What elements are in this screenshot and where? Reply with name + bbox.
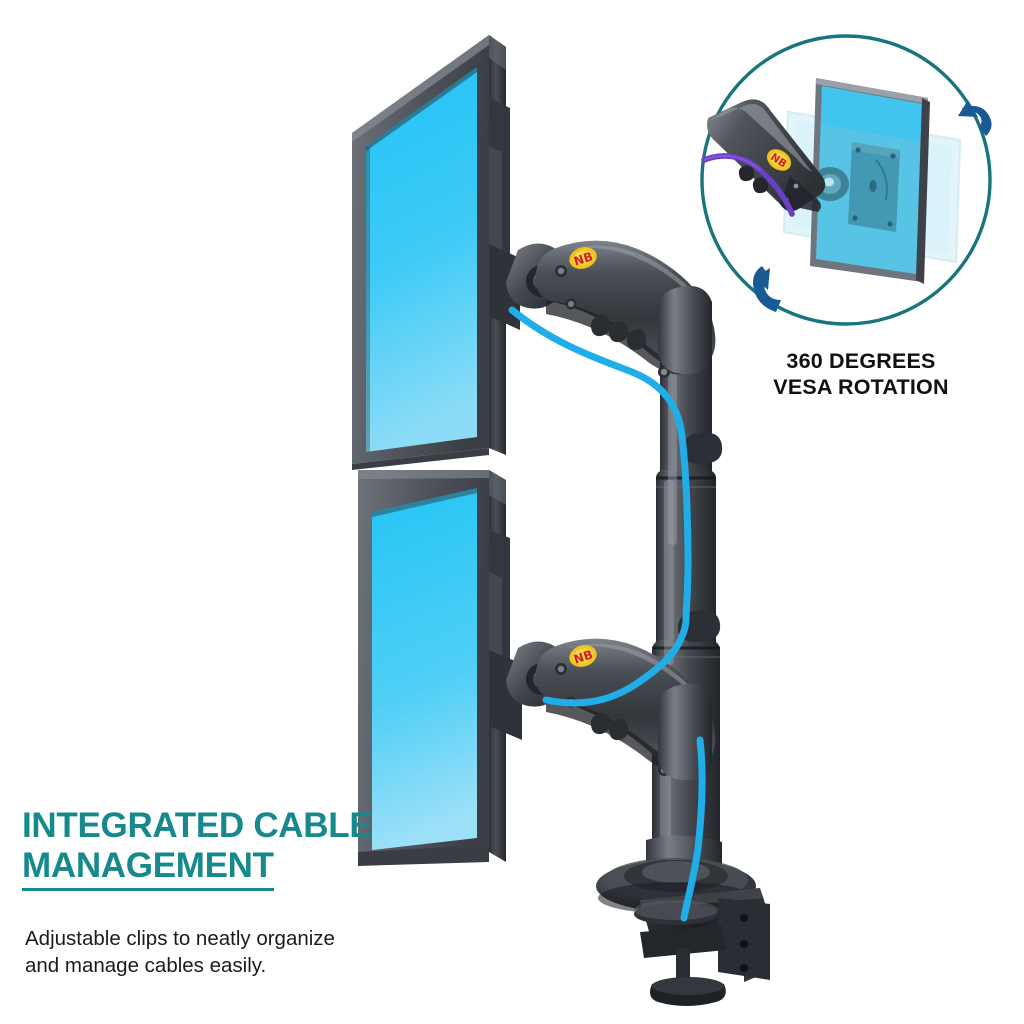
inset-caption-line-2: VESA ROTATION: [773, 375, 949, 399]
lower-monitor: [358, 470, 522, 866]
mount-arm-head-inset: NB: [707, 99, 826, 212]
desk-clamp-base: [596, 835, 770, 1006]
nb-logo-badge-upper: NB: [569, 247, 597, 269]
body-description: Adjustable clips to neatly organize and …: [25, 925, 455, 979]
headline-line-1: INTEGRATED CABLE: [22, 806, 373, 845]
blue-routed-cable: [508, 306, 706, 922]
inset-caption: 360 DEGREES VESA ROTATION: [700, 348, 1022, 400]
rotation-arrow-top-right: [958, 100, 992, 136]
svg-text:NB: NB: [572, 249, 595, 268]
body-line-2: and manage cables easily.: [25, 954, 267, 977]
upper-gas-spring-arm: NB: [506, 240, 716, 378]
body-line-1: Adjustable clips to neatly organize: [25, 927, 335, 950]
rotation-arrow-bottom-left: [753, 266, 781, 312]
purple-cable: [701, 153, 795, 217]
svg-text:NB: NB: [572, 647, 595, 666]
vesa-plate: [848, 142, 900, 232]
nb-logo-badge-lower: NB: [569, 645, 597, 667]
headline: INTEGRATED CABLE MANAGEMENT: [22, 806, 452, 891]
upper-monitor: [352, 35, 520, 470]
headline-line-2: MANAGEMENT: [22, 846, 274, 891]
rotation-detail-circle: NB: [700, 34, 992, 326]
lower-gas-spring-arm: NB: [506, 638, 716, 781]
inset-caption-line-1: 360 DEGREES: [786, 349, 936, 373]
